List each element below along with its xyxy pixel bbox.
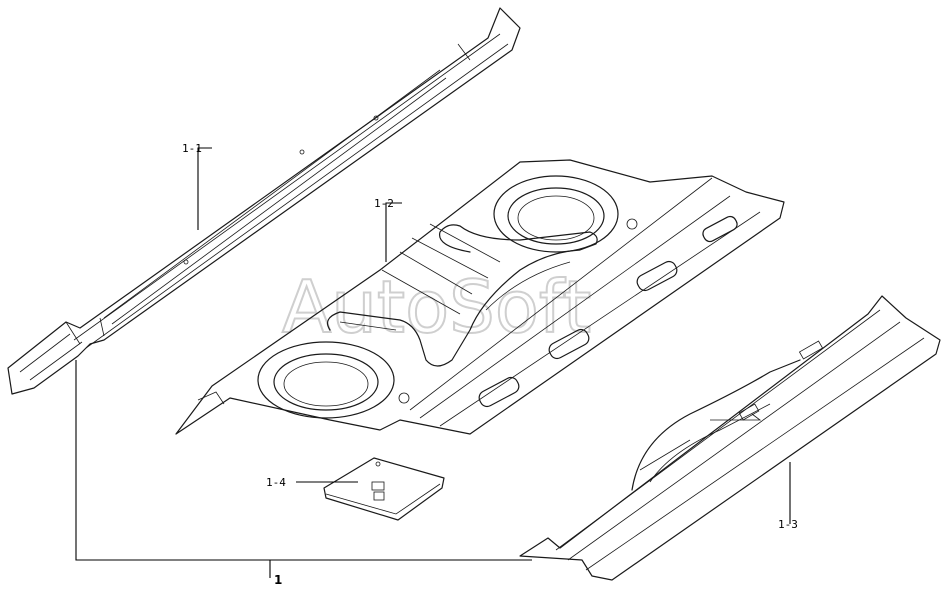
label-1-3: 1-3 xyxy=(778,518,798,531)
part-1-2-panel[interactable] xyxy=(175,159,785,435)
label-1-4: 1-4 xyxy=(266,476,286,489)
part-1-4-bracket[interactable] xyxy=(323,457,445,521)
leader-assembly xyxy=(75,360,532,578)
leader-1-2 xyxy=(385,202,402,262)
label-assembly: 1 xyxy=(274,573,282,587)
part-1-1-rail[interactable] xyxy=(7,7,521,395)
leader-1-1 xyxy=(197,147,212,230)
label-1-1: 1-1 xyxy=(182,142,202,155)
label-1-2: 1-2 xyxy=(374,197,394,210)
part-1-3-crossmember[interactable] xyxy=(519,295,941,581)
watermark-text: AutoSoft xyxy=(282,265,591,349)
